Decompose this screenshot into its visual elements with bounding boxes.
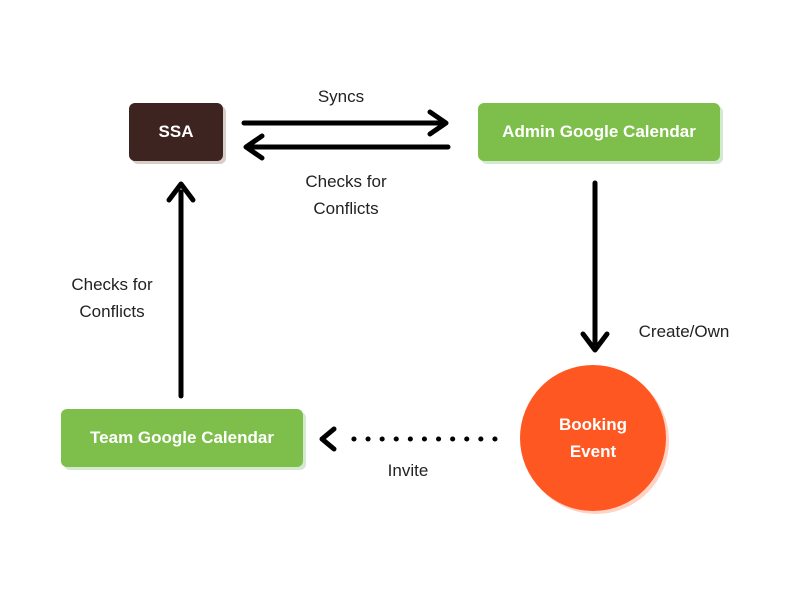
arrow-checks-top <box>243 133 451 161</box>
create-own-label: Create/Own <box>638 322 730 341</box>
booking-event-label-line1: Booking <box>559 415 627 434</box>
checks-left-line1: Checks for <box>71 275 153 294</box>
arrow-create-own <box>580 180 610 353</box>
checks-top-line1: Checks for <box>305 172 387 191</box>
admin-google-calendar-label: Admin Google Calendar <box>502 122 696 141</box>
invite-label: Invite <box>387 461 429 480</box>
ssa-node: SSA <box>129 103 223 161</box>
team-google-calendar-label: Team Google Calendar <box>90 428 274 447</box>
ssa-node-label: SSA <box>158 122 194 141</box>
syncs-label: Syncs <box>317 87 365 106</box>
checks-for-conflicts-label-left: Checks for Conflicts <box>52 271 172 325</box>
checks-left-line2: Conflicts <box>79 302 145 321</box>
arrow-invite <box>319 426 498 452</box>
team-google-calendar-node: Team Google Calendar <box>61 409 303 467</box>
checks-for-conflicts-label-top: Checks for Conflicts <box>286 168 406 222</box>
arrow-syncs <box>241 109 449 137</box>
arrow-checks-left <box>166 181 196 399</box>
booking-event-node: Booking Event <box>520 365 666 511</box>
booking-event-label-line2: Event <box>569 442 617 461</box>
admin-google-calendar-node: Admin Google Calendar <box>478 103 720 161</box>
checks-top-line2: Conflicts <box>313 199 379 218</box>
